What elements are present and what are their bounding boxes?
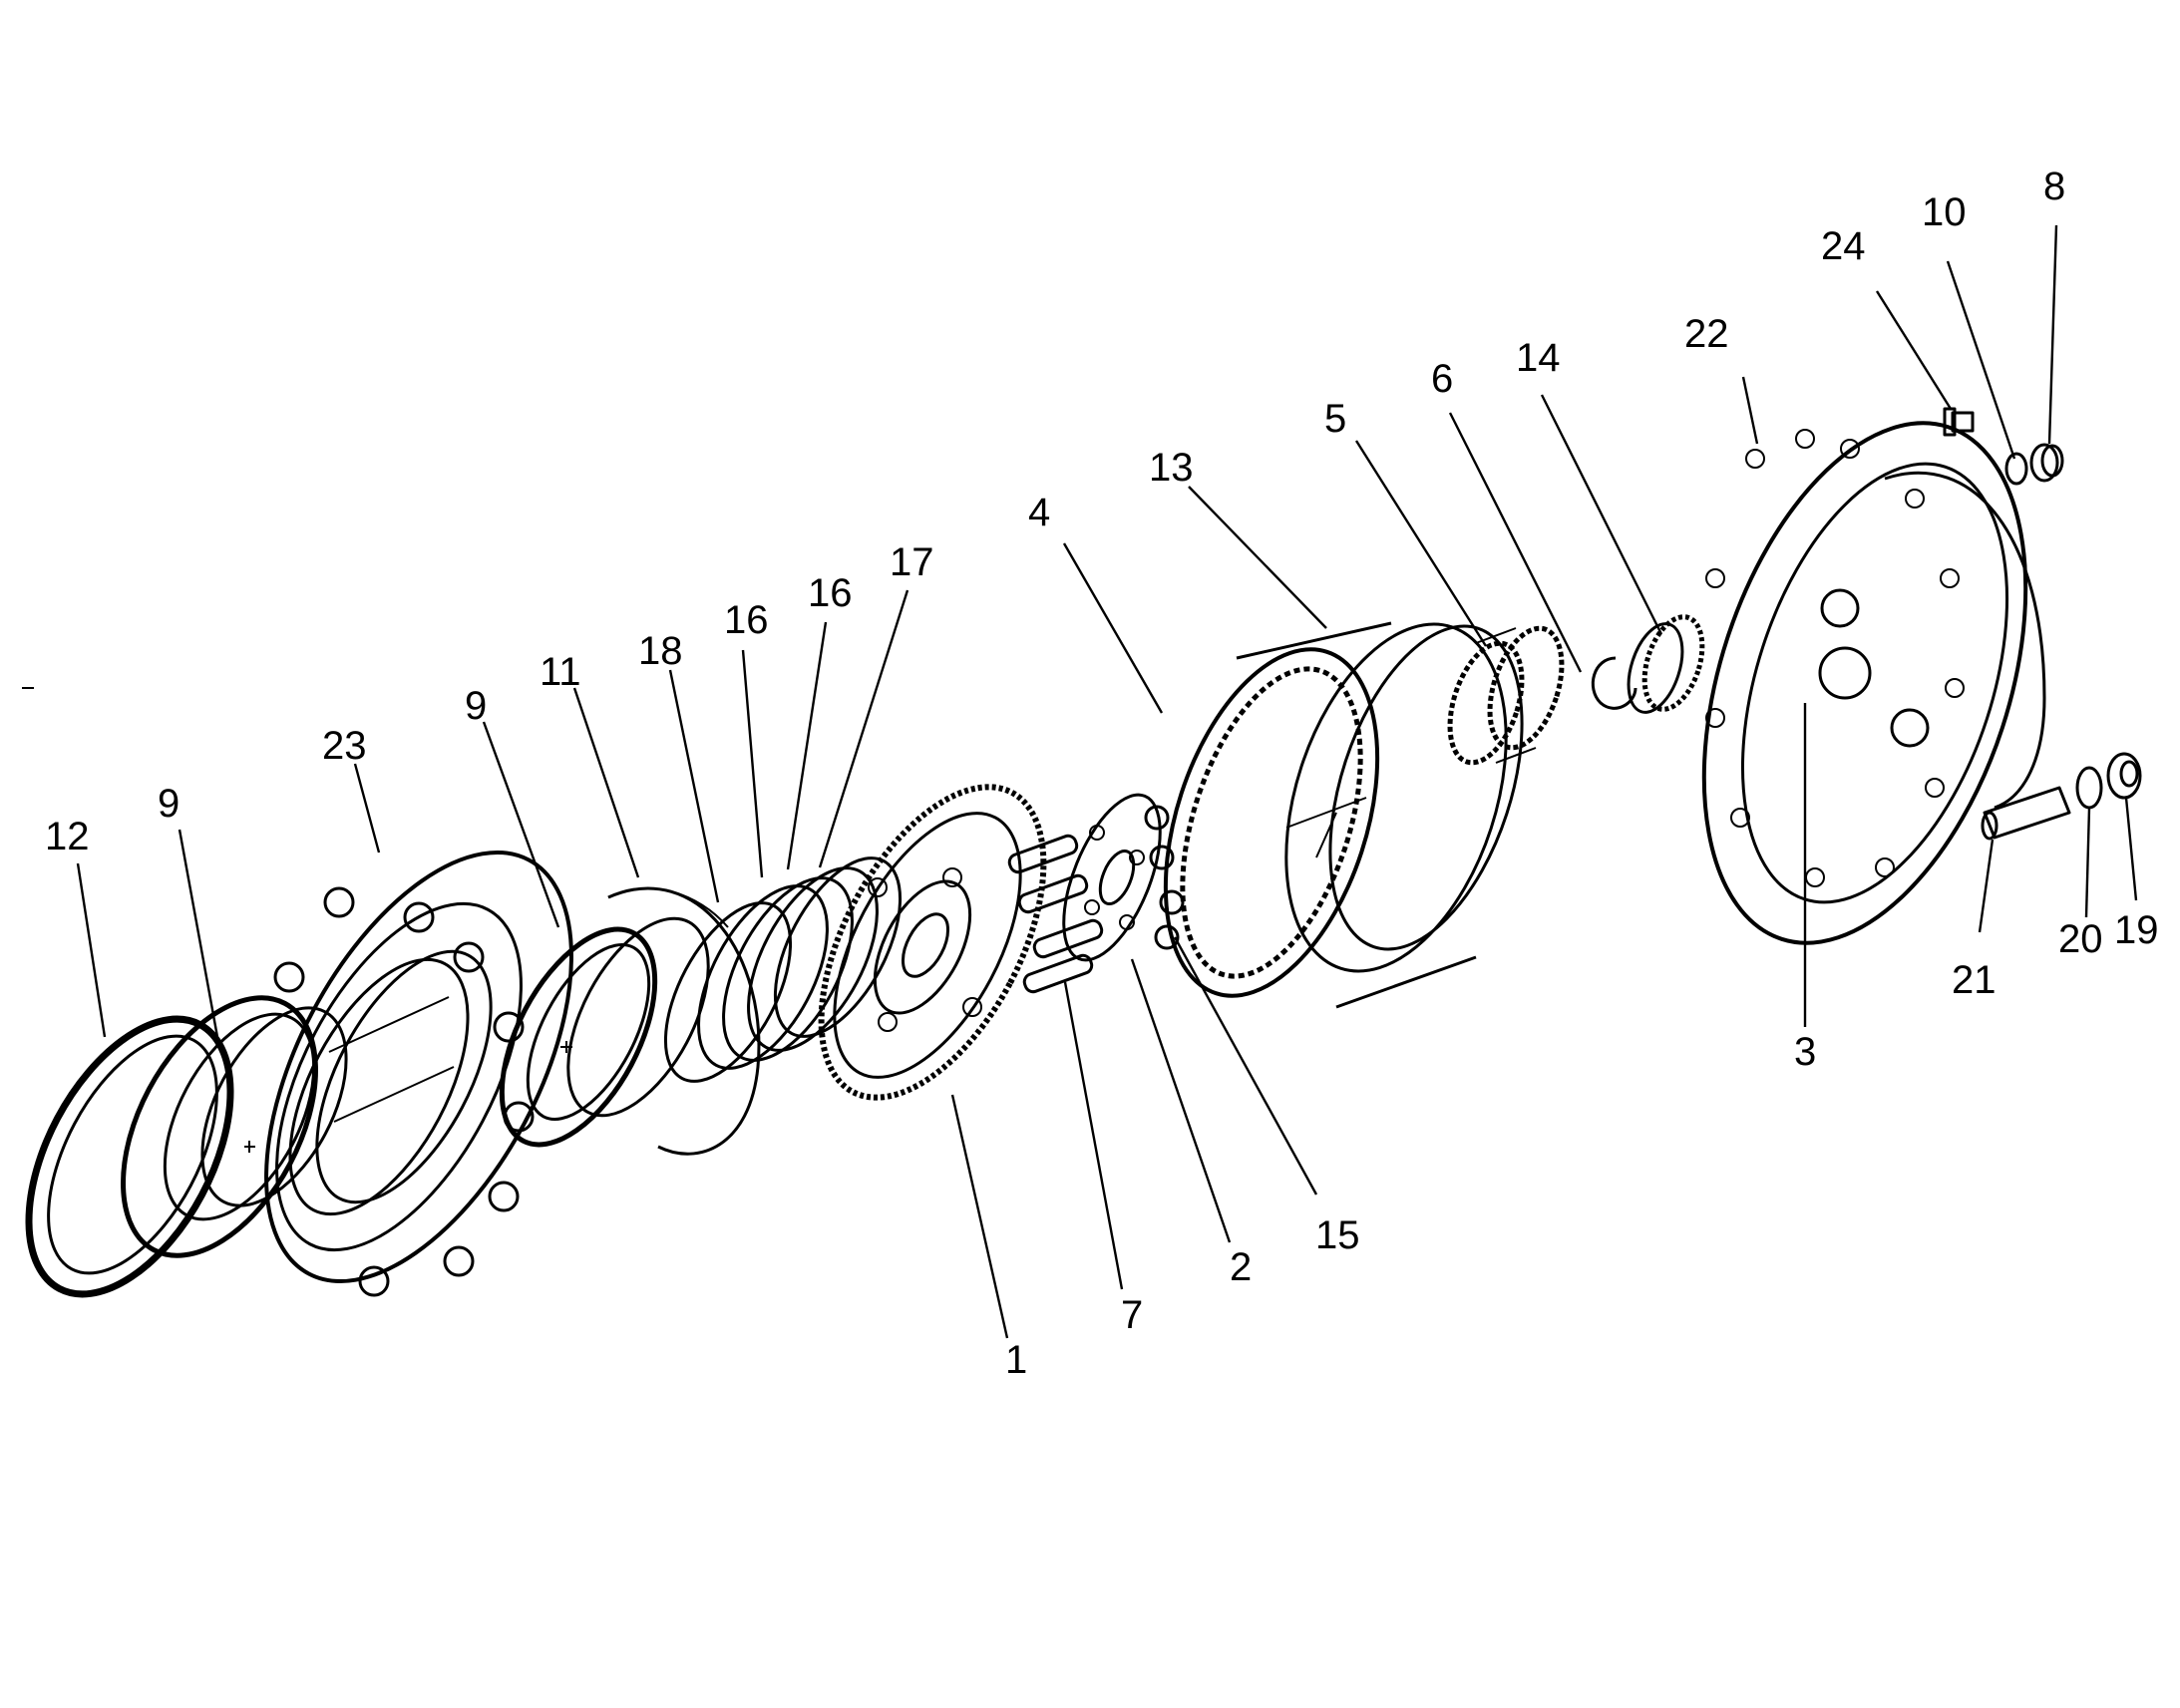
- callout-21: 21: [1952, 958, 1997, 1002]
- part-o-ring: [1284, 622, 1508, 973]
- callout-18: 18: [638, 629, 683, 673]
- callout-2: 2: [1230, 1245, 1252, 1289]
- callout-23: 23: [322, 724, 367, 768]
- callout-14: 14: [1516, 336, 1561, 380]
- callout-10: 10: [1922, 190, 1967, 234]
- callout-16: 16: [724, 598, 769, 642]
- callout-7: 7: [1121, 1293, 1143, 1337]
- part-stud: [1981, 786, 2071, 841]
- part-washer-top: [2004, 452, 2028, 486]
- part-screw-plug: [2029, 443, 2064, 483]
- part-bearing-small: [1627, 614, 1705, 714]
- callout-13: 13: [1149, 446, 1194, 490]
- part-nut: [2106, 752, 2142, 800]
- callout-19: 19: [2114, 908, 2159, 952]
- part-seal-ring: [25, 1015, 234, 1298]
- callout-1: 1: [1005, 1338, 1027, 1382]
- part-star-plate: [1062, 793, 1162, 962]
- callout-22: 22: [1684, 312, 1729, 356]
- part-planet-pins: [1007, 834, 1104, 994]
- callout-11: 11: [540, 650, 581, 694]
- callout-6: 6: [1431, 357, 1453, 401]
- part-bearing-right: [499, 916, 710, 1148]
- part-planet-carrier: [818, 784, 1047, 1101]
- part-planetary-housing: [1701, 421, 2046, 945]
- callout-20: 20: [2058, 917, 2103, 961]
- callout-17: 17: [890, 540, 934, 584]
- part-wheel-hub: [264, 850, 573, 1297]
- callout-24: 24: [1821, 224, 1866, 268]
- part-sun-gear: [1447, 625, 1565, 766]
- callout-16: 16: [808, 571, 853, 615]
- callout-5: 5: [1324, 397, 1346, 441]
- callout-12: 12: [45, 815, 90, 858]
- part-ring-gear: [1163, 621, 1524, 1009]
- part-nuts: [1144, 805, 1185, 950]
- part-plug: [1943, 407, 1975, 437]
- part-shim-stack: [663, 856, 903, 1083]
- callout-15: 15: [1315, 1213, 1360, 1257]
- callout-4: 4: [1028, 491, 1050, 534]
- part-washer-bottom: [2075, 766, 2103, 810]
- callout-9: 9: [158, 782, 180, 826]
- callout-3: 3: [1794, 1030, 1816, 1074]
- leader-lines: [76, 224, 2138, 1339]
- callout-9: 9: [465, 684, 487, 728]
- callout-8: 8: [2043, 165, 2065, 208]
